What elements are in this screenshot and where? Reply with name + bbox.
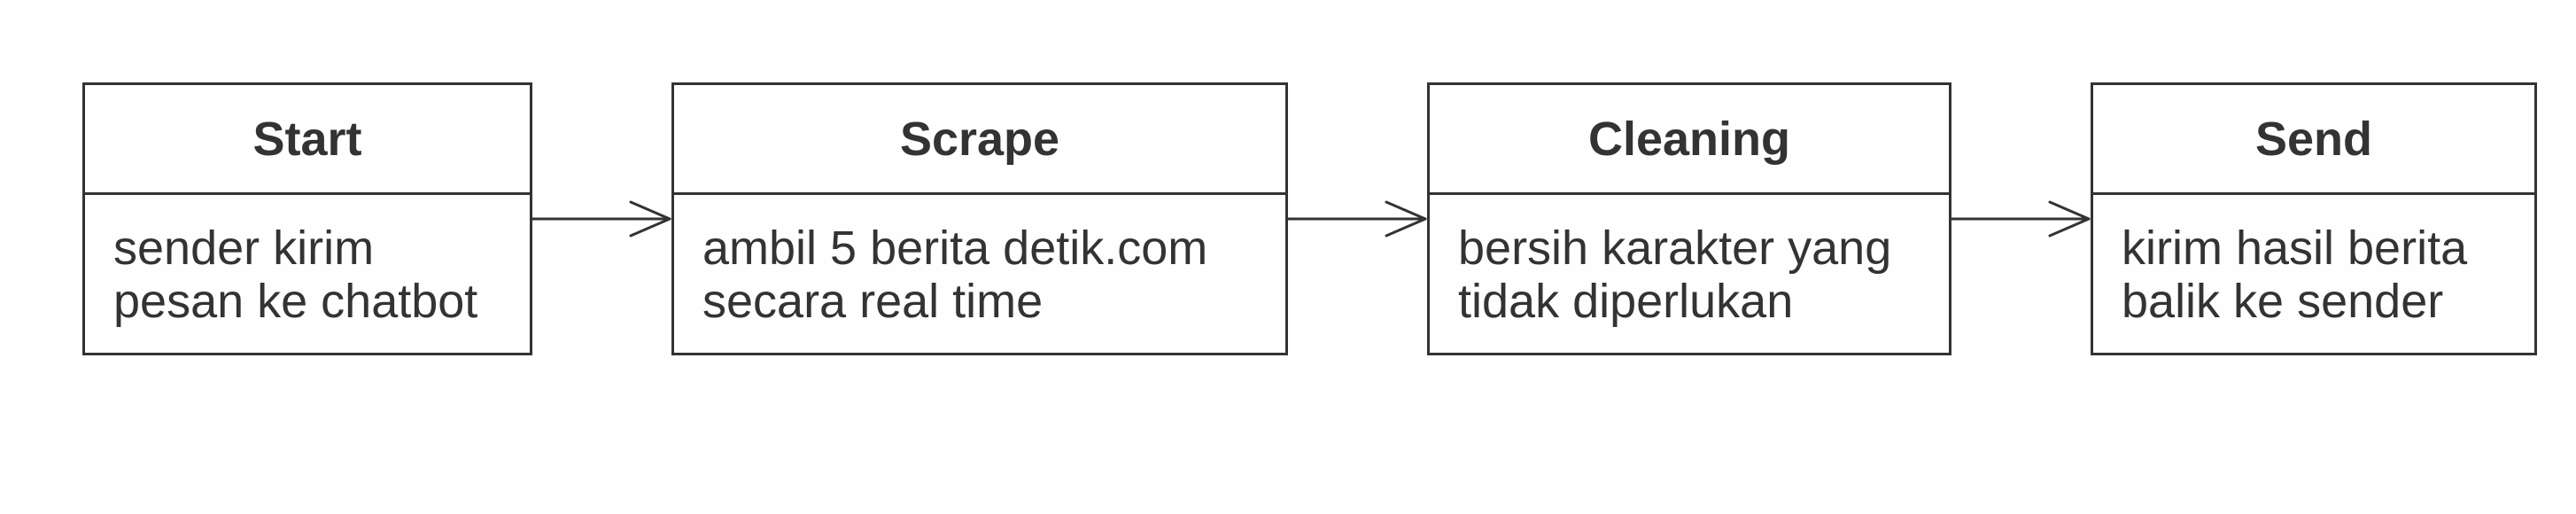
node-scrape: Scrape ambil 5 berita detik.com secara r… [671, 82, 1288, 355]
edge-scrape-to-cleaning [1286, 200, 1427, 238]
node-start: Start sender kirim pesan ke chatbot [82, 82, 532, 355]
node-title: Start [85, 85, 530, 195]
node-description: sender kirim pesan ke chatbot [85, 195, 530, 328]
node-description-line: pesan ke chatbot [113, 275, 478, 328]
arrowhead-icon [2048, 200, 2091, 238]
arrowhead-icon [629, 200, 671, 238]
node-description-line: bersih karakter yang [1458, 222, 1892, 275]
node-description: bersih karakter yang tidak diperlukan [1430, 195, 1949, 328]
node-description-line: kirim hasil berita [2122, 222, 2468, 275]
node-cleaning: Cleaning bersih karakter yang tidak dipe… [1427, 82, 1951, 355]
edge-cleaning-to-send [1950, 200, 2091, 238]
node-description-line: secara real time [702, 275, 1044, 328]
node-description-line: ambil 5 berita detik.com [702, 222, 1208, 275]
node-description: kirim hasil berita balik ke sender [2093, 195, 2534, 328]
node-title: Scrape [674, 85, 1285, 195]
node-description: ambil 5 berita detik.com secara real tim… [674, 195, 1285, 328]
node-send: Send kirim hasil berita balik ke sender [2091, 82, 2537, 355]
arrowhead-icon [1385, 200, 1427, 238]
node-description-line: balik ke sender [2122, 275, 2444, 328]
edge-start-to-scrape [531, 200, 671, 238]
node-description-line: tidak diperlukan [1458, 275, 1794, 328]
node-description-line: sender kirim [113, 222, 375, 275]
node-title: Cleaning [1430, 85, 1949, 195]
node-title: Send [2093, 85, 2534, 195]
